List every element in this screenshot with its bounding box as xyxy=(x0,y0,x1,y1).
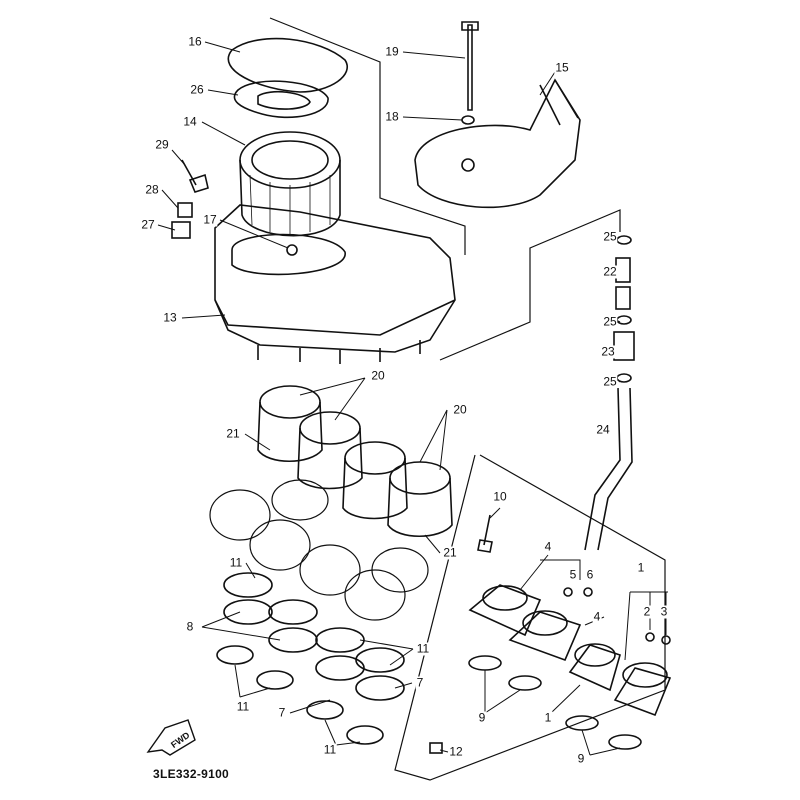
part-27-grommet xyxy=(171,221,191,239)
clamps-and-joints xyxy=(216,572,443,754)
part-label: 20 xyxy=(370,368,386,383)
part-label: 4 xyxy=(592,609,602,624)
part-label: 21 xyxy=(225,426,241,441)
part-label: 8 xyxy=(185,619,195,634)
part-label: 3 xyxy=(659,604,669,619)
forward-arrow-icon xyxy=(146,719,196,756)
part-label: 14 xyxy=(182,114,198,129)
part-15-cover xyxy=(414,78,581,209)
leader-lines xyxy=(157,41,668,756)
part-label: 19 xyxy=(384,44,400,59)
part-label: 6 xyxy=(585,567,595,582)
part-label: 21 xyxy=(442,545,458,560)
part-label: 12 xyxy=(448,744,464,759)
part-label: 28 xyxy=(144,182,160,197)
part-label: 23 xyxy=(600,344,616,359)
part-label: 15 xyxy=(554,60,570,75)
group-frame-lines xyxy=(269,17,666,781)
part-label: 9 xyxy=(477,710,487,725)
part-label: 1 xyxy=(543,710,553,725)
part-label: 7 xyxy=(277,705,287,720)
part-label: 18 xyxy=(384,109,400,124)
part-29-bolt xyxy=(181,159,209,193)
part-label: 7 xyxy=(415,675,425,690)
hose-assembly xyxy=(584,235,635,551)
part-label: 11 xyxy=(228,555,244,570)
part-label: 25 xyxy=(602,229,618,244)
part-26-ring xyxy=(233,80,329,119)
part-label: 9 xyxy=(576,751,586,766)
part-label: 20 xyxy=(452,402,468,417)
part-label: 29 xyxy=(154,137,170,152)
part-label: 27 xyxy=(140,217,156,232)
part-label: 11 xyxy=(322,742,338,757)
part-label: 10 xyxy=(492,489,508,504)
part-label: 1 xyxy=(636,560,646,575)
part-label: 5 xyxy=(568,567,578,582)
part-20-intake-joints xyxy=(257,385,453,537)
part-label: 2 xyxy=(642,604,652,619)
part-label: 26 xyxy=(189,82,205,97)
part-4-manifolds xyxy=(468,584,593,662)
part-16-seal xyxy=(227,37,348,93)
part-label: 17 xyxy=(202,212,218,227)
part-28-collar xyxy=(177,202,193,218)
catalog-code: 3LE332-9100 xyxy=(153,767,230,781)
part-13-airbox xyxy=(214,204,456,364)
part-18-washer xyxy=(461,115,475,125)
part-10-bolt xyxy=(477,514,493,553)
part-label: 22 xyxy=(602,264,618,279)
part-label: 4 xyxy=(543,539,553,554)
part-label: 24 xyxy=(595,422,611,437)
part-label: 25 xyxy=(602,314,618,329)
part-label: 13 xyxy=(162,310,178,325)
part-label: 16 xyxy=(187,34,203,49)
part-14-air-filter xyxy=(239,131,341,237)
part-1-manifolds xyxy=(568,632,672,717)
part-label: 11 xyxy=(415,641,431,656)
carburetor-assembly xyxy=(209,479,429,621)
part-19-bolt xyxy=(461,21,479,111)
part-label: 25 xyxy=(602,374,618,389)
part-label: 11 xyxy=(235,699,251,714)
